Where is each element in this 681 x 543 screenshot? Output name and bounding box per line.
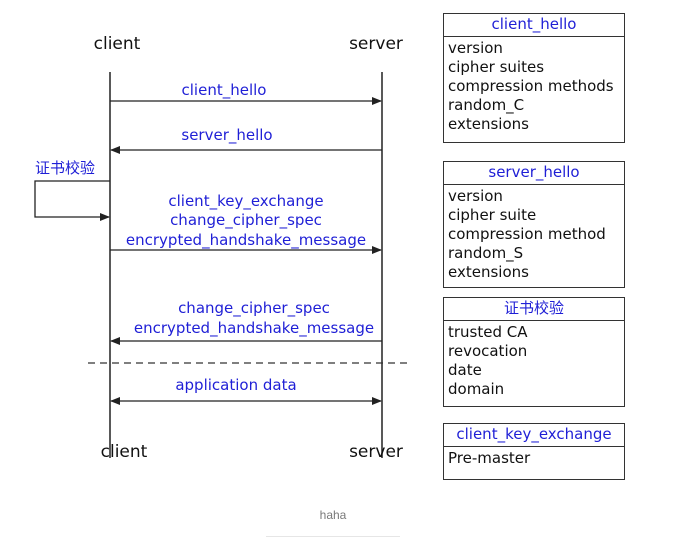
client-key-exchange-message-label: client_key_exchange: [168, 192, 323, 211]
server-actor-footer: server: [349, 442, 403, 462]
panel-item: domain: [448, 380, 505, 398]
panel-item: Pre-master: [448, 449, 531, 467]
client-hello-panel: client_hello version cipher suites compr…: [443, 13, 625, 143]
certificate-check-label: 证书校验: [35, 159, 95, 177]
panel-item: random_S: [448, 244, 524, 262]
panel-item: revocation: [448, 342, 528, 360]
panel-item: version: [448, 187, 503, 205]
panel-item: date: [448, 361, 482, 379]
panel-item: random_C: [448, 96, 525, 114]
panel-item: extensions: [448, 115, 529, 133]
application-data-label: application data: [175, 376, 296, 394]
panel-item: version: [448, 39, 503, 57]
panel-item: compression method: [448, 225, 606, 243]
image-caption: haha: [319, 508, 347, 522]
panel-item: cipher suite: [448, 206, 537, 224]
panel-item: trusted CA: [448, 323, 528, 341]
certificate-check-loop-arrow: [34, 180, 110, 221]
client-actor-footer: client: [101, 442, 148, 462]
server-actor-label: server: [349, 34, 403, 54]
server-hello-message-label: server_hello: [181, 126, 272, 145]
caption-divider: [266, 536, 400, 537]
panel-item: extensions: [448, 263, 529, 281]
certificate-check-panel-title: 证书校验: [444, 298, 624, 321]
client-key-exchange-panel: client_key_exchange Pre-master: [443, 423, 625, 480]
server-encrypted-handshake-label: encrypted_handshake_message: [134, 319, 374, 338]
panel-item: compression methods: [448, 77, 614, 95]
server-hello-panel: server_hello version cipher suite compre…: [443, 161, 625, 288]
client-actor-label: client: [94, 34, 141, 54]
server-hello-panel-title: server_hello: [444, 162, 624, 185]
client-key-exchange-panel-title: client_key_exchange: [444, 424, 624, 447]
client-hello-message-label: client_hello: [182, 81, 267, 100]
panel-item: cipher suites: [448, 58, 545, 76]
certificate-check-panel: 证书校验 trusted CA revocation date domain: [443, 297, 625, 407]
encrypted-handshake-message-label: encrypted_handshake_message: [126, 231, 366, 250]
client-hello-panel-title: client_hello: [444, 14, 624, 37]
change-cipher-spec-message-label: change_cipher_spec: [170, 211, 322, 230]
server-change-cipher-spec-label: change_cipher_spec: [178, 299, 330, 318]
